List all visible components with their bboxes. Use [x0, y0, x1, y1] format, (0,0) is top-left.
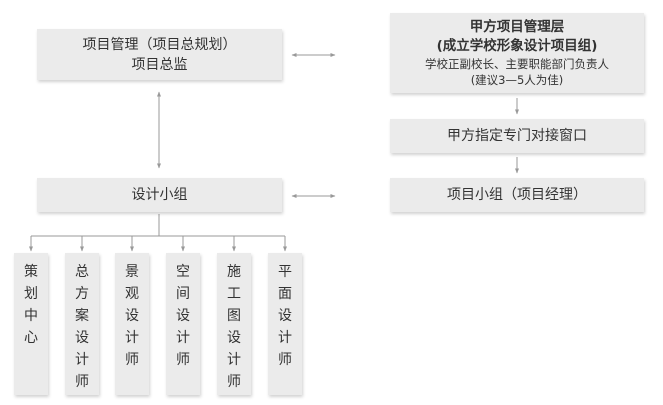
- char: 观: [125, 286, 139, 302]
- char: 设: [278, 308, 292, 324]
- char: 设: [75, 330, 89, 346]
- char: 计: [75, 352, 89, 368]
- char: 计: [278, 330, 292, 346]
- char: 计: [125, 330, 139, 346]
- char: 中: [24, 308, 38, 324]
- client-contact-label: 甲方指定专门对接窗口: [447, 128, 587, 144]
- client-management-box: 甲方项目管理层 (成立学校形象设计项目组) 学校正副校长、主要职能部门负责人 (…: [390, 13, 644, 93]
- char: 划: [24, 286, 38, 302]
- char: 心: [24, 330, 38, 346]
- sub-group-planning-center: 策 划 中 心: [14, 253, 48, 395]
- char: 工: [227, 286, 241, 302]
- char: 设: [125, 308, 139, 324]
- char: 方: [75, 286, 89, 302]
- char: 师: [278, 352, 292, 368]
- client-management-subtitle: (成立学校形象设计项目组): [436, 38, 598, 54]
- client-management-suggestion: (建议3—5人为佳): [470, 73, 564, 87]
- design-team-label: 设计小组: [131, 187, 188, 203]
- char: 案: [75, 308, 89, 324]
- char: 面: [278, 286, 292, 302]
- char: 图: [227, 308, 241, 324]
- char: 设: [176, 308, 190, 324]
- char: 景: [125, 264, 139, 280]
- sub-group-space-designer: 空 间 设 计 师: [166, 253, 200, 395]
- sub-group-chief-designer: 总 方 案 设 计 师: [65, 253, 99, 395]
- char: 间: [176, 286, 190, 302]
- project-team-label: 项目小组（项目经理）: [447, 187, 587, 203]
- char: 计: [227, 352, 241, 368]
- project-management-box: 项目管理（项目总规划） 项目总监: [37, 29, 282, 80]
- char: 平: [278, 264, 292, 280]
- char: 师: [176, 352, 190, 368]
- sub-group-graphic-designer: 平 面 设 计 师: [268, 253, 302, 395]
- client-contact-box: 甲方指定专门对接窗口: [390, 119, 644, 153]
- char: 策: [24, 264, 38, 280]
- char: 施: [227, 264, 241, 280]
- client-management-title: 甲方项目管理层: [469, 19, 565, 35]
- project-team-box: 项目小组（项目经理）: [390, 178, 644, 212]
- char: 设: [227, 330, 241, 346]
- sub-group-construction-drawing-designer: 施 工 图 设 计 师: [217, 253, 251, 395]
- design-team-box: 设计小组: [37, 178, 282, 212]
- sub-group-landscape-designer: 景 观 设 计 师: [115, 253, 149, 395]
- char: 师: [125, 352, 139, 368]
- char: 计: [176, 330, 190, 346]
- char: 空: [176, 264, 190, 280]
- project-management-title: 项目管理（项目总规划）: [82, 36, 237, 53]
- project-management-director: 项目总监: [131, 56, 188, 73]
- client-management-members: 学校正副校长、主要职能部门负责人: [425, 57, 609, 71]
- char: 师: [227, 374, 241, 390]
- char: 总: [75, 264, 89, 280]
- char: 师: [75, 374, 89, 390]
